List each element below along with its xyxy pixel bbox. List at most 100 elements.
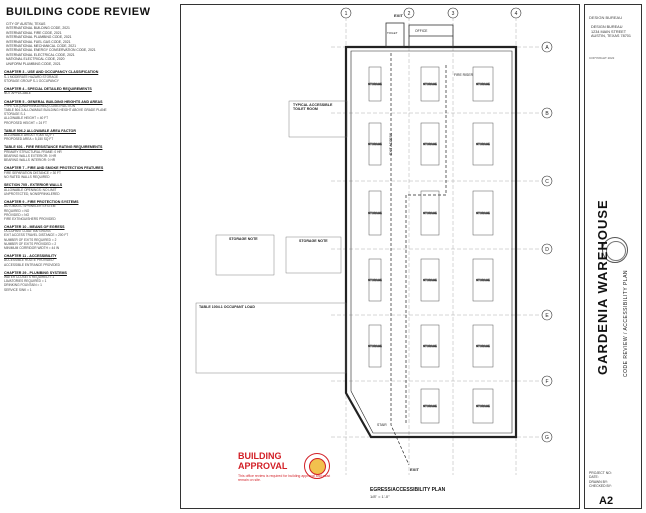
section-line: UNPROTECTED, NONSPRINKLERED <box>4 191 60 196</box>
firm-logo: DESIGN BUREAU <box>589 15 623 20</box>
rack-label: STORAGE <box>368 278 382 282</box>
storage-rack: STORAGE <box>420 324 440 368</box>
grid-label: E <box>545 313 549 319</box>
section-heading: CHAPTER 4 - SPECIAL DETAILED REQUIREMENT… <box>4 86 92 91</box>
grid-label: F <box>545 379 548 385</box>
section-line: NO RATED WALLS REQUIRED <box>4 174 50 179</box>
code-section: CHAPTER 3 - USE AND OCCUPANCY CLASSIFICA… <box>4 70 174 83</box>
storage-note-2: STORAGE NOTE <box>299 239 328 243</box>
code-list-item: NATIONAL ELECTRICAL CODE, 2020 <box>6 57 65 62</box>
section-line: ALLOWABLE HEIGHT = 40 FT <box>4 116 49 121</box>
storage-rack: STORAGE <box>420 66 440 102</box>
section-line: TABLE 504.3 ALLOWABLE BUILDING HEIGHT AB… <box>4 108 107 113</box>
storage-rack: STORAGE <box>368 66 382 102</box>
plan-scale: 1/8" = 1'-0" <box>370 494 390 499</box>
sheet-number: A2 <box>599 495 614 507</box>
firm-line: AUSTIN, TEXAS 78701 <box>591 34 632 39</box>
section-line: ACCESSIBLE ROUTE PROVIDED <box>4 258 54 263</box>
section-line: ALLOWABLE OPENINGS: NO LIMIT <box>4 187 57 192</box>
section-line: DRINKING FOUNTAIN = 1 <box>4 283 42 288</box>
rack-label: STORAGE <box>476 344 490 348</box>
storage-rack: STORAGE <box>368 324 382 368</box>
section-heading: CHAPTER 3 - USE AND OCCUPANCY CLASSIFICA… <box>4 70 99 75</box>
meta-line: CHECKED BY: <box>589 484 612 489</box>
storage-rack: STORAGE <box>472 190 494 236</box>
firm-line: 1234 MAIN STREET <box>591 29 627 34</box>
grid-bubble-row: C <box>541 175 553 187</box>
storage-rack: STORAGE <box>472 66 494 102</box>
exit-label-bottom: EXIT <box>410 467 419 472</box>
section-heading: CHAPTER 29 - PLUMBING SYSTEMS <box>4 270 67 275</box>
grid-bubble-column: 4 <box>510 7 522 19</box>
rack-label: STORAGE <box>368 82 382 86</box>
grid-label: G <box>545 435 549 441</box>
exit-label-top: EXIT <box>394 13 403 18</box>
grid-bubble-row: E <box>541 309 553 321</box>
occupant-load-table: TABLE 1004.1 OCCUPANT LOAD <box>199 305 255 309</box>
meta-line: DRAWN BY: <box>589 479 608 484</box>
code-list-item: INTERNATIONAL MECHANICAL CODE, 2021 <box>6 44 76 49</box>
code-section: CHAPTER 4 - SPECIAL DETAILED REQUIREMENT… <box>4 87 174 96</box>
grid-bubble-column: 2 <box>403 7 415 19</box>
rack-label: STORAGE <box>476 278 490 282</box>
storage-rack: STORAGE <box>472 324 494 368</box>
firm-info: DESIGN BUREAU 1234 MAIN STREET AUSTIN, T… <box>591 25 631 39</box>
grid-label: A <box>545 45 549 51</box>
approval-title: BUILDING APPROVAL <box>238 451 288 471</box>
plan-title: EGRESS/ACCESSIBILITY PLAN <box>370 487 446 493</box>
section-line: STORAGE S-1 <box>4 112 26 117</box>
rack-label: STORAGE <box>476 211 490 215</box>
rack-label: STORAGE <box>423 344 437 348</box>
section-line: SERVICE SINK = 1 <box>4 287 32 292</box>
section-heading: CHAPTER 9 - FIRE PROTECTION SYSTEMS <box>4 199 79 204</box>
grid-bubble-row: D <box>541 243 553 255</box>
code-list-item: INTERNATIONAL PLUMBING CODE, 2021 <box>6 35 72 40</box>
section-heading: CHAPTER 10 - MEANS OF EGRESS <box>4 224 65 229</box>
rack-label: STORAGE <box>423 211 437 215</box>
section-line: MINIMUM CORRIDOR WIDTH = 44 IN <box>4 245 60 250</box>
grid-label: D <box>545 247 549 253</box>
rack-label: STORAGE <box>368 211 382 215</box>
grid-bubble-row: G <box>541 431 553 443</box>
page-title: BUILDING CODE REVIEW <box>6 6 151 18</box>
rack-label: STORAGE <box>368 142 382 146</box>
building-approval-stamp: BUILDING APPROVAL This office review is … <box>238 451 356 503</box>
storage-rack: STORAGE <box>472 258 494 302</box>
code-list-item: CITY OF AUSTIN, TEXAS <box>6 22 46 26</box>
section-line: PROPOSED AREA = 5,150 SQ FT <box>4 137 54 142</box>
floor-plan: STORAGE STORAGE STORAGE STORAGE STORAGE STORA… <box>195 7 553 475</box>
storage-note-1: STORAGE NOTE <box>229 237 258 241</box>
section-heading: TABLE 601 - FIRE RESISTANCE RATING REQUI… <box>4 145 103 150</box>
section-line: PRIMARY STRUCTURAL FRAME: 0 HR <box>4 149 62 154</box>
code-list-item: INTERNATIONAL FIRE CODE, 2021 <box>6 30 62 35</box>
section-line: EXIT ACCESS TRAVEL DISTANCE = 200 FT <box>4 233 69 238</box>
section-line: BEARING WALLS INTERIOR: 0 HR <box>4 158 56 163</box>
section-line: NUMBER OF EXITS REQUIRED = 2 <box>4 237 57 242</box>
section-line: REQUIRED = NO <box>4 208 30 213</box>
storage-rack: STORAGE <box>420 258 440 302</box>
section-line: NOT APPLICABLE <box>4 91 31 96</box>
section-line: NUMBER OF EXITS PROVIDED = 2 <box>4 241 57 246</box>
rack-label: STORAGE <box>423 278 437 282</box>
rack-label: STORAGE <box>423 142 437 146</box>
section-line: PROPOSED HEIGHT = 24 FT <box>4 120 47 125</box>
section-line: FIRE SEPARATION DISTANCE > 30 FT <box>4 170 61 175</box>
section-line: TYPE V-B (UNSPRINKLERED) CONSTRUCTION <box>4 104 76 109</box>
plan-frame: STORAGE STORAGE STORAGE STORAGE STORAGE STORA… <box>180 4 580 509</box>
section-heading: CHAPTER 5 - GENERAL BUILDING HEIGHTS AND… <box>4 99 103 104</box>
firm-line: DESIGN BUREAU <box>591 25 623 29</box>
code-section: TABLE 601 - FIRE RESISTANCE RATING REQUI… <box>4 145 174 162</box>
room-fire-riser: FIRE RISER <box>454 73 474 77</box>
storage-rack: STORAGE <box>420 388 440 424</box>
section-line: PROVIDED = NO <box>4 212 30 217</box>
storage-rack: STORAGE <box>368 258 382 302</box>
code-section: CHAPTER 5 - GENERAL BUILDING HEIGHTS AND… <box>4 100 174 125</box>
project-name: GARDENIA WAREHOUSE <box>595 199 610 375</box>
rack-label: STORAGE <box>423 82 437 86</box>
storage-rack: STORAGE <box>472 388 494 424</box>
